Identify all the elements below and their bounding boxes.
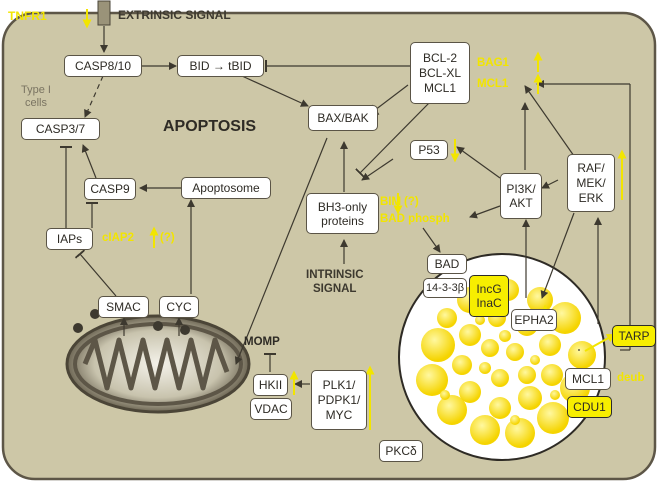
- type1-cells-label: Type I cells: [21, 84, 51, 110]
- intrinsic-signal-label: INTRINSIC SIGNAL: [306, 268, 364, 296]
- pi3k-akt-node: PI3K/ AKT: [500, 173, 542, 219]
- bclxl-text: BCL-XL: [418, 65, 462, 80]
- bh3-only-node: BH3-only proteins: [306, 193, 379, 234]
- deub-annotation: deub: [617, 372, 645, 384]
- momp-label: MOMP: [244, 336, 280, 348]
- tnfr1-receptor: [97, 0, 111, 26]
- epha2-node: EPHA2: [511, 309, 557, 331]
- bh3-line-1: BH3-only: [317, 199, 368, 214]
- intrinsic-line-1: INTRINSIC: [306, 269, 364, 281]
- pkc-delta-node: PKCδ: [379, 440, 423, 462]
- inac-text: InaC: [476, 296, 502, 310]
- casp9-node: CASP9: [84, 178, 136, 200]
- casp8-10-node: CASP8/10: [64, 55, 142, 77]
- cdu1-node: CDU1: [567, 396, 612, 418]
- p53-text: P53: [418, 143, 440, 157]
- released-molecules: [73, 309, 190, 335]
- inclusion-body: [398, 253, 606, 461]
- tnfr1-label: TNFR1: [8, 9, 47, 23]
- pkc-delta-text: PKCδ: [385, 444, 417, 458]
- mcl1-annotation: MCL1: [477, 78, 509, 90]
- tarp-text: TARP: [618, 329, 650, 343]
- mcl1-bottom-node: MCL1: [565, 368, 611, 390]
- casp3-7-text: CASP3/7: [35, 122, 86, 136]
- cyc-node: CYC: [159, 296, 199, 318]
- ciap2-question: (?): [160, 232, 175, 244]
- type1-line-1: Type I: [21, 84, 51, 96]
- bad-node: BAD: [427, 254, 467, 274]
- raf-line-1: RAF/: [577, 160, 605, 175]
- tarp-node: TARP: [612, 325, 656, 347]
- 14-3-3-beta-text: 14-3-3β: [425, 282, 465, 294]
- bid-tbid-node: BID → tBID: [177, 55, 264, 77]
- extrinsic-signal-label: EXTRINSIC SIGNAL: [118, 8, 231, 22]
- hkii-node: HKII: [253, 374, 288, 396]
- incg-text: IncG: [476, 282, 502, 296]
- ciap2-annotation: cIAP2: [102, 232, 134, 244]
- connectors: [60, 26, 631, 388]
- smac-text: SMAC: [106, 300, 141, 314]
- bid-tbid-text: BID → tBID: [189, 59, 252, 73]
- apoptosome-node: Apoptosome: [181, 177, 271, 199]
- mcl1-bottom-text: MCL1: [571, 372, 604, 386]
- plk-line-2: PDPK1/: [317, 392, 361, 407]
- apoptosis-label: APOPTOSIS: [163, 118, 257, 135]
- mitochondrion: [65, 314, 251, 414]
- bh3-line-2: proteins: [321, 213, 364, 228]
- bax-bak-node: BAX/BAK: [308, 105, 378, 131]
- bim-question: (?): [404, 196, 419, 208]
- casp8-10-text: CASP8/10: [74, 59, 132, 73]
- apoptosome-text: Apoptosome: [192, 181, 260, 195]
- intrinsic-line-2: SIGNAL: [313, 283, 357, 295]
- 14-3-3-beta-node: 14-3-3β: [423, 278, 467, 298]
- casp3-7-node: CASP3/7: [21, 118, 100, 140]
- iaps-node: IAPs: [46, 228, 93, 250]
- raf-mek-erk-node: RAF/ MEK/ ERK: [567, 154, 615, 212]
- incg-inac-node: IncG InaC: [469, 275, 509, 317]
- bad-phosph-annotation: BAD phosph: [380, 213, 450, 225]
- cyc-text: CYC: [166, 300, 192, 314]
- bim-annotation: BIM: [380, 196, 402, 208]
- vdac-node: VDAC: [250, 398, 292, 420]
- iaps-text: IAPs: [56, 232, 83, 246]
- cdu1-text: CDU1: [573, 400, 606, 414]
- plk-line-1: PLK1/: [322, 377, 356, 392]
- pi3k-line-1: PI3K/: [506, 182, 536, 196]
- vdac-text: VDAC: [254, 402, 288, 416]
- smac-node: SMAC: [98, 296, 149, 318]
- epha2-text: EPHA2: [514, 313, 554, 327]
- hkii-text: HKII: [258, 378, 283, 392]
- raf-line-3: ERK: [578, 190, 604, 205]
- bad-text: BAD: [434, 257, 460, 271]
- pi3k-line-2: AKT: [509, 196, 533, 210]
- bcl2-text: BCL-2: [422, 50, 457, 65]
- p53-node: P53: [410, 140, 448, 160]
- bag1-annotation: BAG1: [477, 57, 509, 69]
- casp9-text: CASP9: [90, 182, 130, 196]
- raf-line-2: MEK/: [576, 175, 606, 190]
- type1-line-2: cells: [24, 97, 47, 109]
- plk-line-3: MYC: [325, 407, 353, 422]
- mcl1-top-text: MCL1: [423, 80, 456, 95]
- bcl2-family-node: BCL-2 BCL-XL MCL1: [410, 42, 470, 104]
- bax-bak-text: BAX/BAK: [317, 111, 369, 125]
- plk1-pdpk1-myc-node: PLK1/ PDPK1/ MYC: [311, 370, 367, 430]
- highlight-arrows: [82, 9, 627, 430]
